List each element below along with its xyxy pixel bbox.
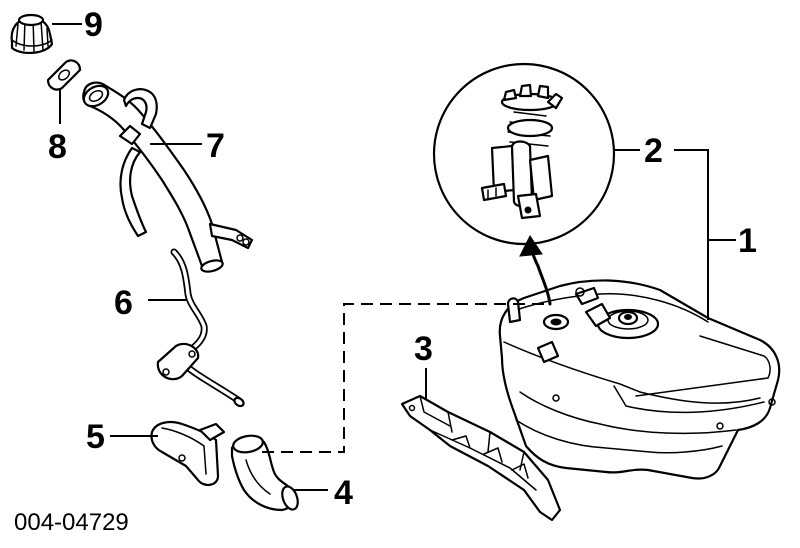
module-location-arrow: [519, 235, 552, 306]
callout-1: 1: [738, 222, 757, 260]
callout-6: 6: [114, 284, 133, 322]
vent-tube-part: [156, 248, 245, 408]
leader-lines: [52, 23, 736, 491]
filler-cap-part: [10, 13, 54, 54]
heat-shield-part: [400, 394, 562, 522]
diagram-code: 004-04729: [14, 509, 129, 536]
callout-7: 7: [206, 127, 225, 165]
callout-2: 2: [644, 132, 663, 170]
callout-5: 5: [86, 418, 105, 456]
filler-neck-part: [82, 81, 254, 273]
bracket-part: [150, 421, 226, 486]
filler-hose-part: [230, 434, 299, 512]
callout-4: 4: [334, 474, 353, 512]
assembly-dashed-line: [262, 303, 546, 453]
callout-9: 9: [84, 6, 103, 44]
callout-8: 8: [48, 128, 67, 166]
callout-3: 3: [414, 330, 433, 368]
fuel-pump-module-part: [432, 62, 616, 246]
fuel-tank-part: [498, 279, 781, 480]
gasket-part: [46, 59, 82, 91]
